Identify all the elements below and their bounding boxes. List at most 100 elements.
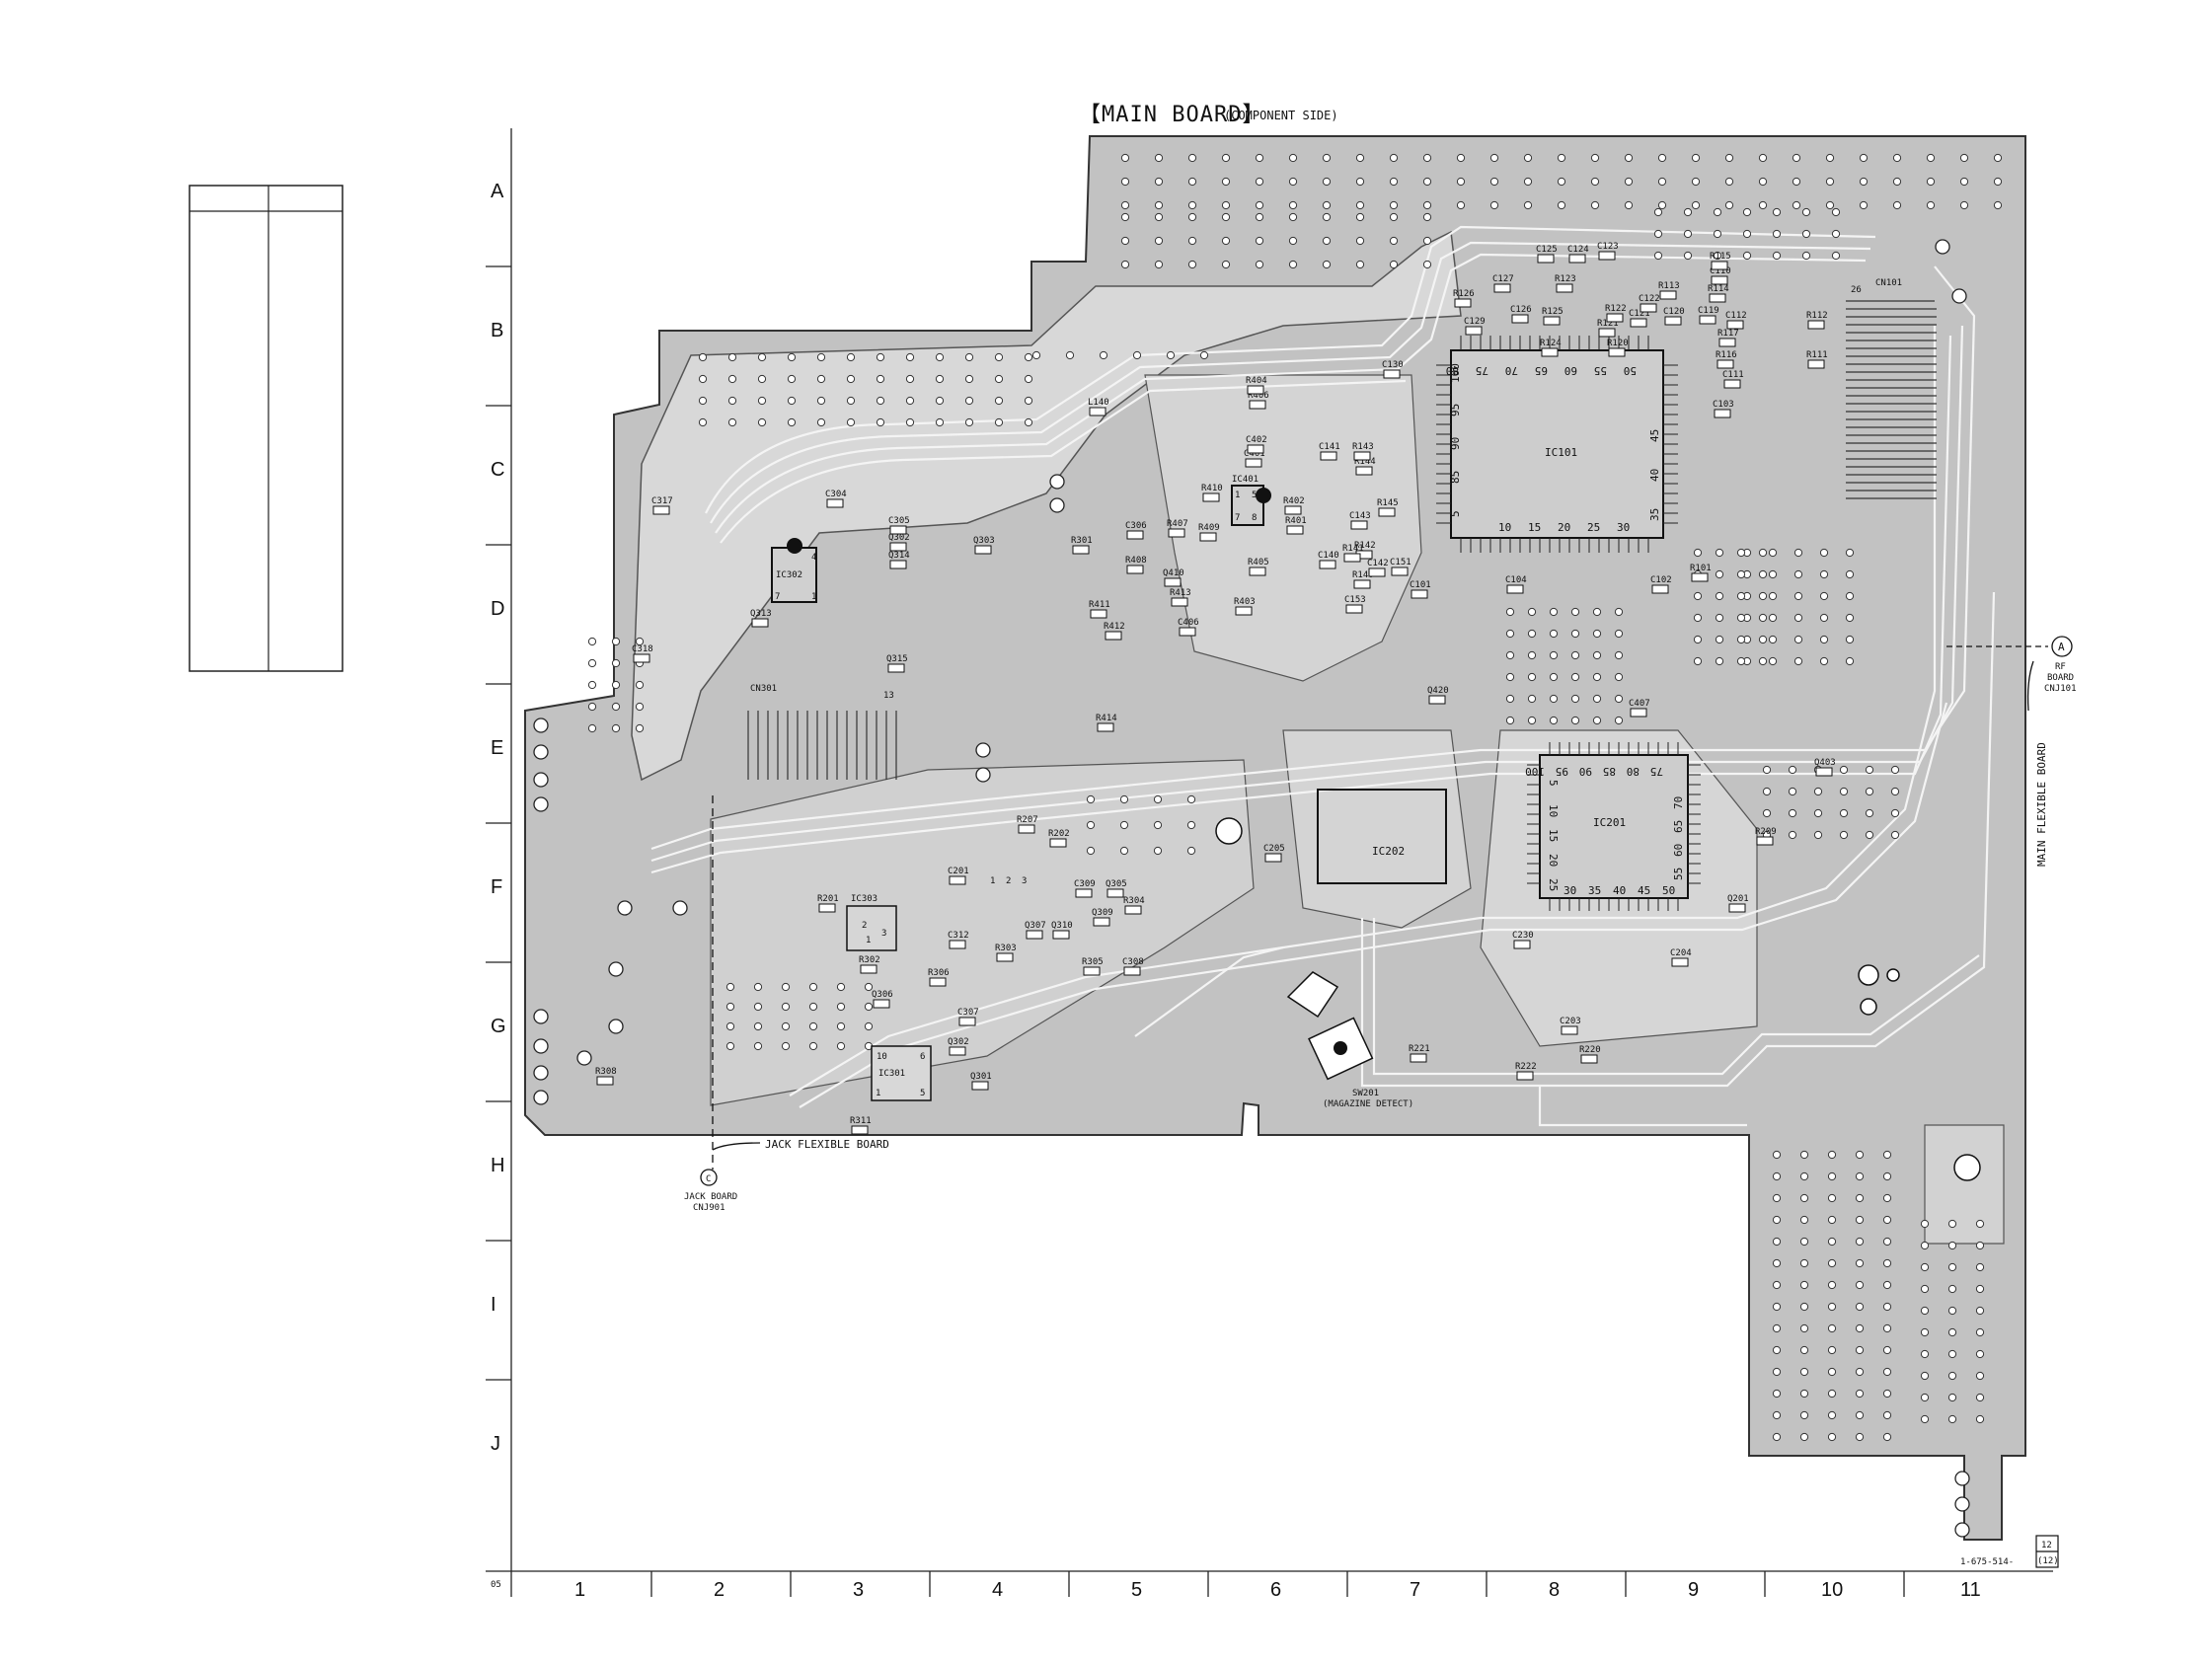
component-label: R122: [1605, 304, 1627, 314]
via: [1758, 200, 1768, 210]
via: [1892, 153, 1902, 163]
smd-component: [1728, 903, 1746, 913]
via: [1187, 260, 1197, 269]
via: [1715, 635, 1724, 644]
ic101-pin-number: 5: [1449, 510, 1462, 517]
via: [1799, 1172, 1809, 1181]
component-label: R402: [1283, 496, 1305, 506]
via: [1947, 1393, 1957, 1402]
row-label: A: [491, 181, 504, 202]
via: [1993, 177, 2003, 187]
via: [836, 1021, 846, 1031]
ic101-pin-number: 70: [1505, 364, 1518, 377]
via: [781, 1002, 791, 1012]
pad: [533, 1090, 549, 1105]
ic201-pin-number: 45: [1638, 884, 1650, 897]
via: [876, 417, 885, 427]
via: [1322, 236, 1332, 246]
component-label: C142: [1367, 559, 1389, 568]
smd-component: [851, 1125, 869, 1135]
via: [1024, 374, 1033, 384]
row-axis: [486, 128, 512, 1597]
via: [1570, 629, 1580, 639]
smd-component: [1411, 589, 1428, 599]
via: [1827, 1193, 1837, 1203]
component-label: R113: [1658, 281, 1680, 291]
via: [1557, 177, 1566, 187]
via: [1713, 229, 1722, 239]
rf-connector-letter: A: [2058, 641, 2065, 653]
via: [635, 723, 645, 733]
transistor-pin: 1: [990, 876, 995, 886]
via: [1920, 1393, 1930, 1402]
via: [816, 417, 826, 427]
via: [1120, 153, 1130, 163]
component-label: L140: [1088, 398, 1109, 408]
via: [1527, 629, 1537, 639]
via: [1742, 207, 1752, 217]
via: [1186, 820, 1196, 830]
via: [1975, 1219, 1985, 1229]
component-label: R209: [1755, 827, 1777, 837]
pad: [533, 796, 549, 812]
via: [1389, 177, 1399, 187]
via: [1505, 629, 1515, 639]
ic201-pin-number: 85: [1603, 765, 1616, 778]
smd-component: [1378, 507, 1396, 517]
via: [1154, 153, 1164, 163]
component-label: C153: [1344, 595, 1366, 605]
via: [1657, 200, 1667, 210]
smd-component: [1428, 695, 1446, 705]
ic201-pin-number: 90: [1579, 765, 1592, 778]
via: [1355, 177, 1365, 187]
via: [1827, 1302, 1837, 1312]
row-label: C: [491, 459, 504, 481]
component-label: R305: [1082, 957, 1104, 967]
via: [1154, 212, 1164, 222]
ic301-pin: 1: [876, 1089, 880, 1098]
via: [1187, 236, 1197, 246]
via: [808, 982, 818, 992]
via: [635, 637, 645, 646]
component-label: R112: [1806, 311, 1828, 321]
ic401-pin: 5: [1252, 491, 1257, 500]
row-label: D: [491, 598, 504, 620]
via: [1549, 672, 1559, 682]
component-label: C201: [948, 867, 969, 876]
smd-component: [1454, 298, 1472, 308]
smd-component: [1199, 532, 1217, 542]
via: [1855, 1410, 1865, 1420]
via: [1882, 1323, 1892, 1333]
via: [836, 982, 846, 992]
via: [1614, 650, 1624, 660]
via: [1772, 1323, 1782, 1333]
via: [1527, 672, 1537, 682]
via: [1389, 260, 1399, 269]
pad: [533, 744, 549, 760]
via: [905, 352, 915, 362]
via: [1768, 548, 1778, 558]
via: [1031, 350, 1041, 360]
via: [1592, 716, 1602, 725]
via: [1920, 1284, 1930, 1294]
via: [1793, 656, 1803, 666]
via: [1166, 350, 1176, 360]
via: [611, 723, 621, 733]
via: [1742, 251, 1752, 261]
component-label: R121: [1597, 319, 1619, 329]
cn301-label: CN301: [750, 684, 777, 694]
via: [1592, 650, 1602, 660]
ic303-pin: 3: [881, 929, 886, 939]
via: [1758, 548, 1768, 558]
smd-component: [1383, 369, 1401, 379]
ic303-label: IC303: [851, 894, 877, 904]
via: [1549, 716, 1559, 725]
via: [1839, 808, 1849, 818]
via: [1801, 251, 1811, 261]
component-label: Q310: [1051, 921, 1073, 931]
ic101-pin-number: 55: [1594, 364, 1607, 377]
via: [1793, 635, 1803, 644]
via: [1959, 177, 1969, 187]
component-label: R124: [1540, 339, 1562, 348]
via: [1099, 350, 1108, 360]
